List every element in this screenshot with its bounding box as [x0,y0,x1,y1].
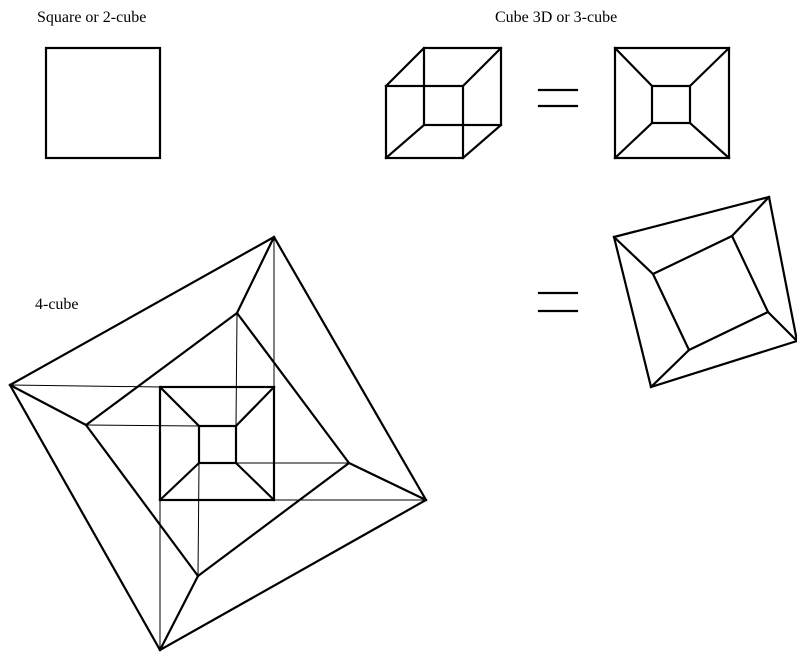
cube-perspective-figure [384,46,503,160]
square-figure [44,46,162,160]
tesseract-figure [8,235,428,652]
square-label: Square or 2-cube [37,9,147,26]
cube-projection-figure [613,46,731,160]
four-cube-label: 4-cube [35,296,79,313]
equals-sign-bottom [537,291,579,313]
rotated-cube-figure [612,195,797,389]
cube3d-label: Cube 3D or 3-cube [495,9,618,26]
equals-sign-top [537,88,579,108]
